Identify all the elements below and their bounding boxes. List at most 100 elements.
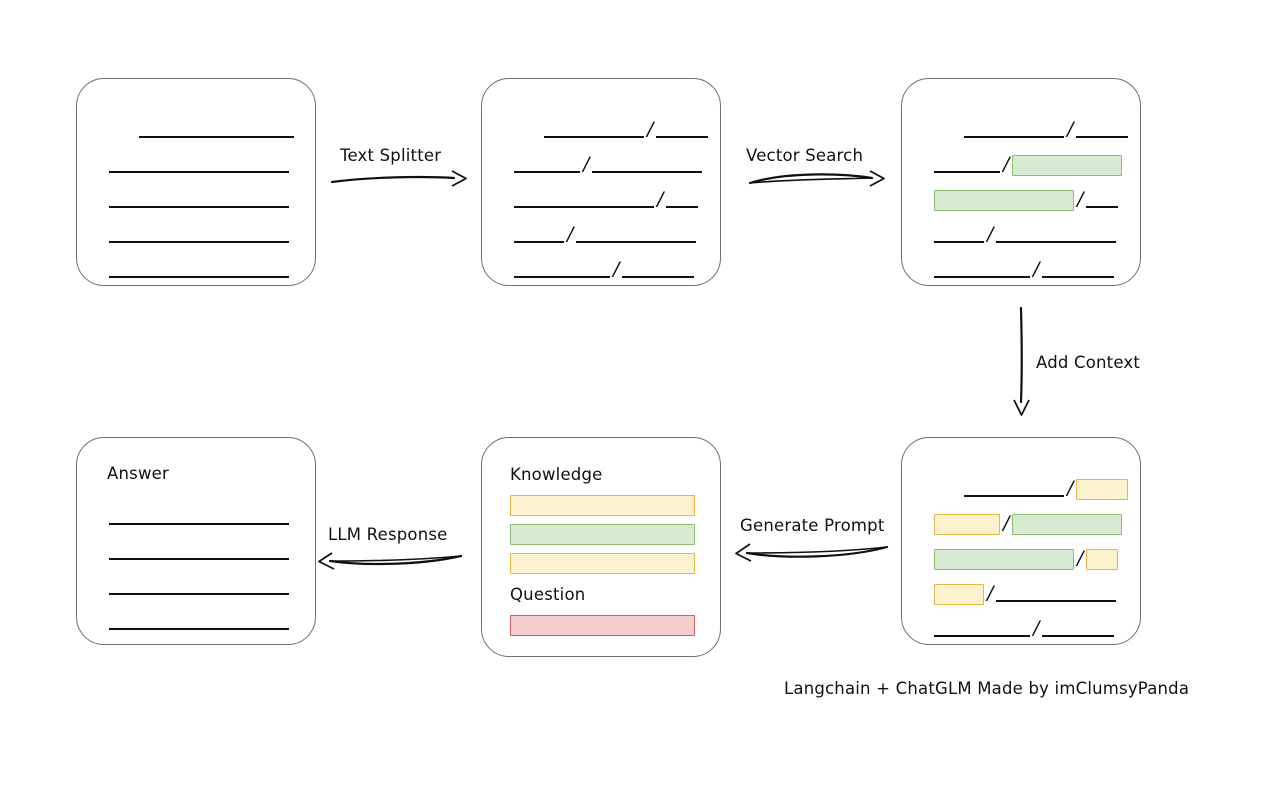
document-line: [139, 119, 294, 141]
document-line: [109, 506, 289, 528]
chunk-separator-slash: /: [1033, 617, 1040, 639]
text-line-segment: [666, 206, 699, 208]
highlighted-chunk-yellow[interactable]: [934, 583, 984, 605]
highlighted-chunk-green[interactable]: [934, 548, 1074, 570]
document-line: /: [964, 118, 1129, 141]
text-line-segment: [109, 558, 289, 560]
arrow-label-generate-prompt: Generate Prompt: [740, 516, 885, 535]
document-line: /: [934, 582, 1117, 605]
document-line: [109, 224, 289, 246]
chunk-separator-slash: /: [1077, 188, 1084, 210]
text-line-segment: [1086, 206, 1119, 208]
text-line-segment: [996, 600, 1117, 602]
arrow-label-add-context: Add Context: [1036, 353, 1141, 372]
answer-box[interactable]: Answer: [76, 437, 316, 645]
document-line: /: [934, 258, 1115, 281]
chunk-separator-slash: /: [613, 258, 620, 280]
text-line-segment: [514, 206, 654, 208]
text-line-segment: [964, 136, 1064, 138]
document-line: /: [514, 153, 703, 176]
arrow-label-vector-search: Vector Search: [746, 146, 864, 165]
split-chunks-box[interactable]: / / / / /: [481, 78, 721, 286]
document-line: /: [934, 512, 1123, 535]
document-line: [109, 611, 289, 633]
text-line-segment: [1042, 635, 1115, 637]
text-line-segment: [514, 276, 610, 278]
text-line-segment: [109, 241, 289, 243]
chunk-separator-slash: /: [647, 118, 654, 140]
text-line-segment: [1076, 136, 1129, 138]
highlighted-chunk-yellow[interactable]: [934, 513, 1000, 535]
document-line: /: [934, 547, 1119, 570]
context-chunks-box[interactable]: / / / / /: [901, 437, 1141, 645]
vector-matches-box[interactable]: / / / / /: [901, 78, 1141, 286]
highlighted-chunk-green[interactable]: [1012, 154, 1123, 176]
text-line-segment: [1042, 276, 1115, 278]
text-line-segment: [139, 136, 294, 138]
document-line: [109, 576, 289, 598]
document-line: /: [964, 477, 1129, 500]
chunk-separator-slash: /: [657, 188, 664, 210]
arrow-label-text-splitter: Text Splitter: [340, 146, 442, 165]
text-line-segment: [109, 171, 289, 173]
knowledge-label: Knowledge: [510, 465, 603, 484]
knowledge-bar-green[interactable]: [510, 524, 695, 545]
text-line-segment: [109, 206, 289, 208]
knowledge-bar-yellow[interactable]: [510, 495, 695, 516]
text-line-segment: [576, 241, 697, 243]
document-line: [109, 154, 289, 176]
document-line: /: [934, 188, 1119, 211]
chunk-separator-slash: /: [1003, 153, 1010, 175]
text-line-segment: [109, 628, 289, 630]
answer-title: Answer: [107, 464, 169, 483]
document-line: /: [544, 118, 709, 141]
text-line-segment: [656, 136, 709, 138]
text-line-segment: [514, 171, 580, 173]
document-line: [109, 259, 289, 281]
document-line: /: [514, 223, 697, 246]
chunk-separator-slash: /: [987, 582, 994, 604]
prompt-box[interactable]: Knowledge Question: [481, 437, 721, 657]
highlighted-chunk-green[interactable]: [1012, 513, 1123, 535]
document-line: /: [934, 153, 1123, 176]
question-label: Question: [510, 585, 586, 604]
document-line: /: [934, 617, 1115, 640]
text-line-segment: [934, 171, 1000, 173]
arrow-generate-prompt: [735, 543, 889, 562]
chunk-separator-slash: /: [1003, 512, 1010, 534]
document-line: /: [514, 188, 699, 211]
chunk-separator-slash: /: [1033, 258, 1040, 280]
text-line-segment: [996, 241, 1117, 243]
arrow-llm-response: [318, 552, 463, 570]
text-line-segment: [514, 241, 564, 243]
chunk-separator-slash: /: [583, 153, 590, 175]
chunk-separator-slash: /: [567, 223, 574, 245]
text-line-segment: [934, 241, 984, 243]
chunk-separator-slash: /: [1077, 547, 1084, 569]
text-line-segment: [964, 495, 1064, 497]
text-line-segment: [109, 276, 289, 278]
arrow-vector-search: [748, 170, 885, 187]
highlighted-chunk-yellow[interactable]: [1086, 548, 1119, 570]
document-line: /: [934, 224, 1117, 246]
arrow-text-splitter: [330, 170, 467, 187]
chunk-separator-slash: /: [1067, 477, 1074, 499]
text-line-segment: [109, 593, 289, 595]
source-document-box[interactable]: [76, 78, 316, 286]
diagram-caption: Langchain + ChatGLM Made by imClumsyPand…: [784, 679, 1190, 698]
chunk-separator-slash: /: [1067, 118, 1074, 140]
text-line-segment: [592, 171, 703, 173]
question-bar-red[interactable]: [510, 615, 695, 636]
text-line-segment: [934, 276, 1030, 278]
highlighted-chunk-green[interactable]: [934, 189, 1074, 211]
knowledge-bar-yellow[interactable]: [510, 553, 695, 574]
text-line-segment: [934, 635, 1030, 637]
highlighted-chunk-yellow[interactable]: [1076, 478, 1129, 500]
document-line: /: [514, 258, 695, 281]
document-line: [109, 189, 289, 211]
text-line-segment: [109, 523, 289, 525]
arrow-label-llm-response: LLM Response: [328, 525, 448, 544]
arrow-add-context: [1013, 306, 1030, 416]
text-line-segment: [622, 276, 695, 278]
